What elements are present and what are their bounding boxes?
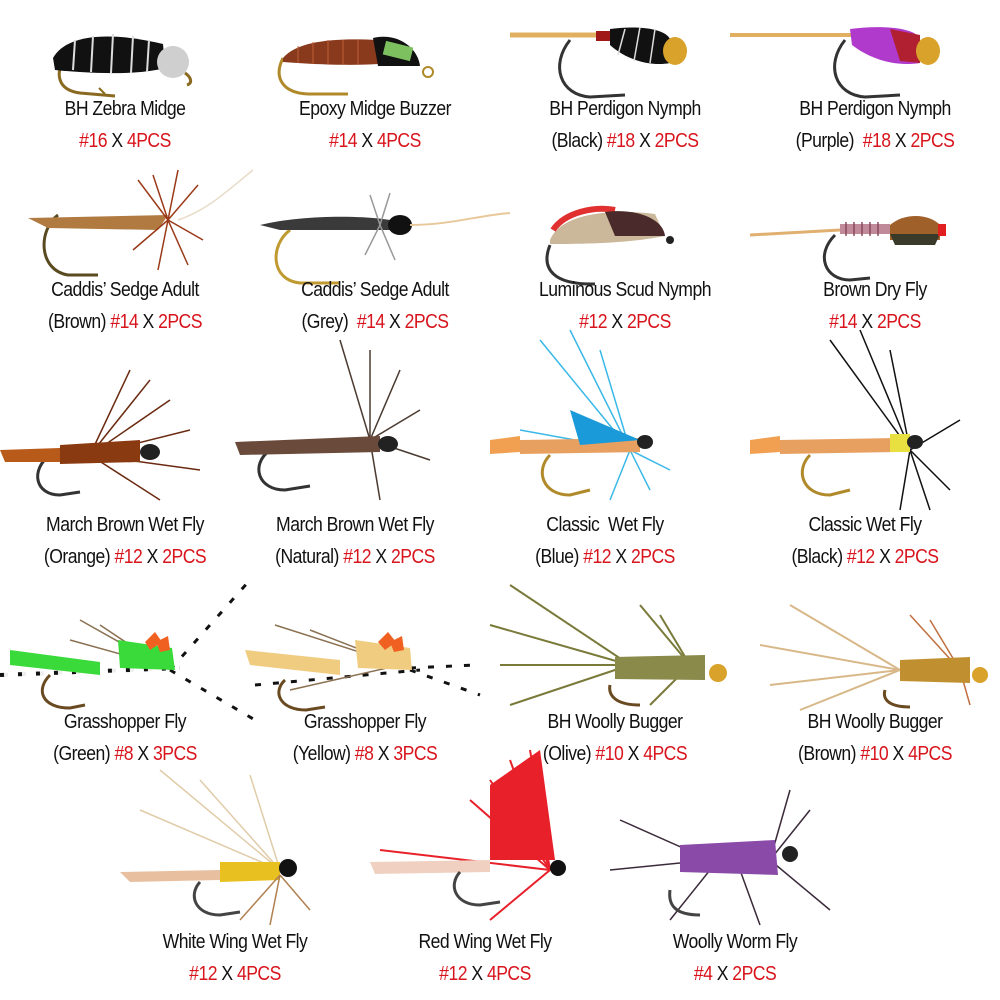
fly-label: Brown Dry Fly #14 X 2PCS	[765, 278, 985, 334]
luminous-scud-image	[545, 205, 674, 286]
white-wing-wet-fly-image	[120, 769, 311, 926]
epoxy-buzzer-image	[277, 36, 434, 96]
fly-name: March Brown Wet Fly	[276, 514, 434, 536]
fly-item-brown-dry-fly: Brown Dry Fly #14 X 2PCS	[749, 170, 1000, 350]
fly-size-qty: #12 X 4PCS	[439, 963, 531, 985]
fly-size-qty: (Black) #12 X 2PCS	[791, 546, 939, 568]
classic-wet-blue-image	[490, 329, 671, 501]
fly-label: Luminous Scud Nymph #12 X 2PCS	[515, 278, 735, 334]
grasshopper-yellow-image	[245, 624, 481, 712]
march-brown-natural-image	[235, 339, 431, 501]
fly-name: Grasshopper Fly	[63, 711, 187, 733]
classic-wet-black-image	[750, 329, 961, 511]
fly-size-qty: (Olive) #10 X 4PCS	[542, 743, 688, 765]
fly-item-bh-perdigon-purple: BH Perdigon Nymph (Purple) #18 X 2PCS	[730, 0, 1000, 170]
fly-name: Luminous Scud Nymph	[539, 279, 711, 301]
fly-item-woolly-worm-fly: Woolly Worm Fly #4 X 2PCS	[609, 789, 860, 1000]
fly-item-woolly-bugger-brown: BH Woolly Bugger (Brown) #10 X 4PCS	[750, 575, 1000, 780]
fly-size-qty: (Brown) #14 X 2PCS	[48, 311, 202, 333]
fly-size-qty: #14 X 2PCS	[829, 311, 921, 333]
fly-label: March Brown Wet Fly (Natural) #12 X 2PCS	[245, 513, 465, 569]
fly-label: Grasshopper Fly (Yellow) #8 X 3PCS	[255, 710, 475, 766]
caddis-grey-image	[260, 192, 511, 285]
fly-item-grasshopper-green: Grasshopper Fly (Green) #8 X 3PCS	[0, 579, 256, 780]
fly-name: Woolly Worm Fly	[672, 931, 798, 953]
fly-item-caddis-brown: Caddis’ Sedge Adult (Brown) #14 X 2PCS	[0, 169, 254, 350]
fly-size-qty: (Black) #18 X 2PCS	[551, 130, 699, 152]
fly-name: White Wing Wet Fly	[162, 931, 308, 953]
perdigon-purple-image	[730, 27, 940, 99]
fly-item-white-wing-wet-fly: White Wing Wet Fly #12 X 4PCS	[110, 769, 370, 1000]
fly-label: Grasshopper Fly (Green) #8 X 3PCS	[15, 710, 235, 766]
red-wing-wet-fly-image	[370, 749, 566, 921]
fly-label: March Brown Wet Fly (Orange) #12 X 2PCS	[15, 513, 235, 569]
fly-label: White Wing Wet Fly #12 X 4PCS	[125, 930, 345, 986]
fly-label: BH Woolly Bugger (Olive) #10 X 4PCS	[505, 710, 725, 766]
fly-name: Caddis’ Sedge Adult	[51, 279, 199, 301]
fly-label: Red Wing Wet Fly #12 X 4PCS	[375, 930, 595, 986]
fly-size-qty: (Blue) #12 X 2PCS	[535, 546, 675, 568]
fly-name: March Brown Wet Fly	[46, 514, 204, 536]
fly-name: Brown Dry Fly	[823, 279, 927, 301]
fly-item-woolly-bugger-olive: BH Woolly Bugger (Olive) #10 X 4PCS	[489, 575, 740, 780]
fly-name: BH Woolly Bugger	[807, 711, 943, 733]
fly-size-qty: #12 X 4PCS	[189, 963, 281, 985]
fly-label: BH Perdigon Nymph (Black) #18 X 2PCS	[515, 97, 735, 153]
fly-label: BH Woolly Bugger (Brown) #10 X 4PCS	[765, 710, 985, 766]
woolly-bugger-brown-image	[759, 604, 988, 711]
fly-label: BH Zebra Midge #16 X 4PCS	[15, 97, 235, 153]
fly-label: BH Perdigon Nymph (Purple) #18 X 2PCS	[765, 97, 985, 153]
fly-size-qty: (Natural) #12 X 2PCS	[275, 546, 435, 568]
fly-item-march-brown-orange: March Brown Wet Fly (Orange) #12 X 2PCS	[0, 350, 240, 580]
fly-name: Grasshopper Fly	[303, 711, 427, 733]
fly-item-bh-perdigon-black: BH Perdigon Nymph (Black) #18 X 2PCS	[500, 0, 750, 170]
fly-size-qty: #16 X 4PCS	[79, 130, 171, 152]
fly-item-classic-wet-black: Classic Wet Fly (Black) #12 X 2PCS	[740, 329, 1000, 580]
fly-name: BH Perdigon Nymph	[799, 98, 951, 120]
fly-item-classic-wet-blue: Classic Wet Fly (Blue) #12 X 2PCS	[480, 329, 720, 580]
fly-label: Caddis’ Sedge Adult (Brown) #14 X 2PCS	[15, 278, 235, 334]
fly-size-qty: (Green) #8 X 3PCS	[53, 743, 197, 765]
fly-item-epoxy-midge-buzzer: Epoxy Midge Buzzer #14 X 4PCS	[250, 0, 500, 170]
fly-size-qty: #14 X 4PCS	[329, 130, 421, 152]
woolly-bugger-olive-image	[489, 584, 727, 707]
fly-name: Classic Wet Fly	[546, 514, 664, 536]
fly-size-qty: (Grey) #14 X 2PCS	[301, 311, 449, 333]
fly-name: BH Zebra Midge	[64, 98, 186, 120]
fly-name: BH Woolly Bugger	[547, 711, 683, 733]
fly-name: Epoxy Midge Buzzer	[299, 98, 451, 120]
fly-item-red-wing-wet-fly: Red Wing Wet Fly #12 X 4PCS	[360, 749, 610, 1000]
fly-item-caddis-grey: Caddis’ Sedge Adult (Grey) #14 X 2PCS	[250, 170, 511, 350]
grasshopper-green-image	[0, 579, 256, 722]
fly-size-qty: #4 X 2PCS	[693, 963, 777, 985]
fly-item-grasshopper-yellow: Grasshopper Fly (Yellow) #8 X 3PCS	[240, 580, 490, 780]
fly-size-qty: (Purple) #18 X 2PCS	[795, 130, 955, 152]
caddis-brown-image	[28, 169, 254, 277]
fly-item-march-brown-natural: March Brown Wet Fly (Natural) #12 X 2PCS	[230, 339, 480, 580]
fly-label: Caddis’ Sedge Adult (Grey) #14 X 2PCS	[265, 278, 485, 334]
fly-item-luminous-scud: Luminous Scud Nymph #12 X 2PCS	[500, 170, 750, 350]
fly-size-qty: #12 X 2PCS	[579, 311, 671, 333]
brown-dry-fly-image	[749, 215, 946, 282]
fly-size-qty: (Orange) #12 X 2PCS	[43, 546, 207, 568]
fly-item-bh-zebra-midge: BH Zebra Midge #16 X 4PCS	[0, 0, 250, 170]
fly-label: Classic Wet Fly (Blue) #12 X 2PCS	[495, 513, 715, 569]
fly-label: Epoxy Midge Buzzer #14 X 4PCS	[265, 97, 485, 153]
fly-size-qty: (Brown) #10 X 4PCS	[798, 743, 952, 765]
march-brown-orange-image	[0, 369, 201, 501]
fly-label: Classic Wet Fly (Black) #12 X 2PCS	[755, 513, 975, 569]
perdigon-black-image	[510, 26, 687, 99]
woolly-worm-fly-image	[609, 789, 831, 926]
fly-name: Caddis’ Sedge Adult	[301, 279, 449, 301]
fly-name: Red Wing Wet Fly	[418, 931, 552, 953]
fly-label: Woolly Worm Fly #4 X 2PCS	[625, 930, 845, 986]
fly-size-qty: (Yellow) #8 X 3PCS	[292, 743, 438, 765]
zebra-midge-image	[53, 33, 193, 98]
fly-name: Classic Wet Fly	[808, 514, 922, 536]
fly-name: BH Perdigon Nymph	[549, 98, 701, 120]
